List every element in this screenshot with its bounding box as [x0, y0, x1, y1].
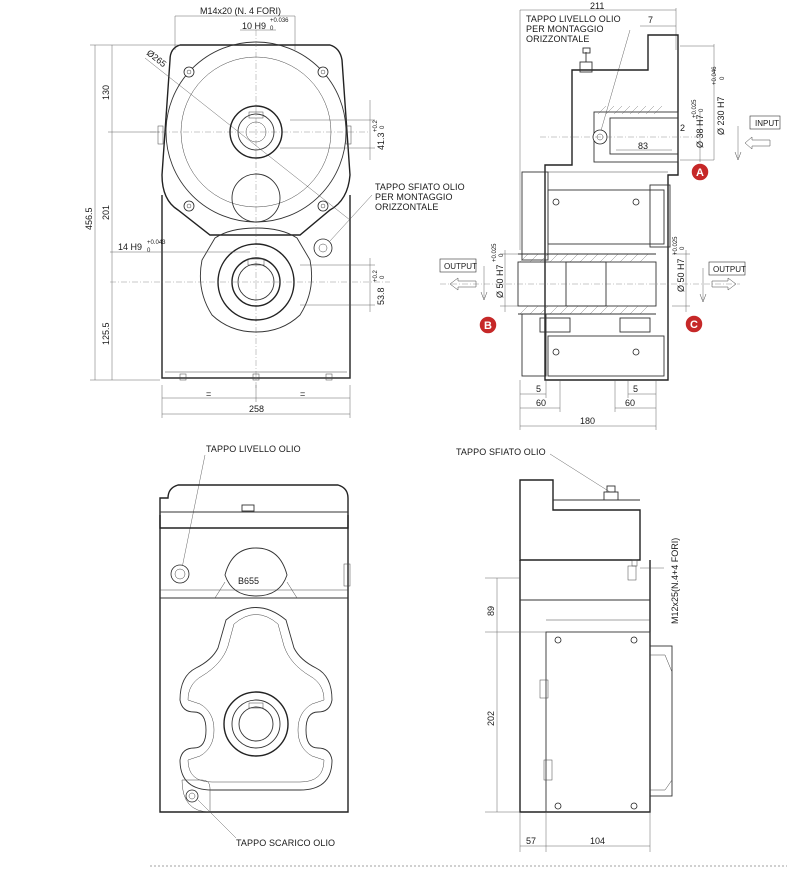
breather-label-1: TAPPO SFIATO OLIO — [375, 182, 465, 192]
badge-b — [478, 315, 498, 335]
back-level-plug-icon — [170, 564, 190, 584]
badge-a-text: A — [696, 167, 704, 179]
width-258: 258 — [249, 404, 264, 414]
bolt-spec-label: M14x20 (N. 4 FORI) — [200, 6, 281, 16]
breather-label-3: ORIZZONTALE — [375, 202, 438, 212]
bore-38-tol-lower: 0 — [699, 108, 705, 112]
badge-a — [690, 162, 710, 182]
flange-bolt-bl — [183, 200, 195, 212]
flange-bolt-br — [317, 200, 329, 212]
pcd-label: Ø265 — [145, 48, 169, 69]
drain-label: TAPPO SCARICO OLIO — [236, 838, 335, 848]
dim-104: 104 — [590, 836, 605, 846]
keyway-top-tol-lower: 0 — [270, 26, 274, 32]
bore-230-tol-lower: 0 — [720, 76, 726, 80]
bore-50-right-tol-lower: 0 — [680, 246, 686, 250]
dim-7: 7 — [648, 15, 653, 25]
plate-label: B655 — [238, 576, 259, 586]
side-view: 211 7 TAPPO LIVELLO OLIO PER MONTAGGIO O… — [439, 1, 781, 430]
badge-c-text: C — [690, 319, 698, 331]
bore-50-left-tol-upper: +0.025 — [492, 243, 498, 262]
bore-230-label: Ø 230 H7 — [716, 96, 726, 135]
level-label-3: ORIZZONTALE — [526, 34, 589, 44]
dim-130: 130 — [101, 85, 111, 100]
input-tag — [749, 115, 781, 130]
bore-depth-bottom-tol-lower: 0 — [380, 275, 386, 279]
dim-60-left: 60 — [536, 398, 546, 408]
bore-50-left-tol-lower: 0 — [499, 253, 505, 257]
breather-plug-icon — [313, 238, 333, 258]
bore-depth-top: 41.3 — [376, 132, 386, 150]
badge-b-text: B — [484, 320, 492, 332]
dim-57: 57 — [526, 836, 536, 846]
bore-230-tol-upper: +0.046 — [712, 66, 718, 85]
front-view: M14x20 (N. 4 FORI) 10 H9 +0.036 0 Ø265 — [84, 6, 465, 418]
badge-c — [684, 314, 704, 334]
keyway-bottom-tol-lower: 0 — [147, 248, 151, 254]
drain-plug-icon — [185, 789, 199, 803]
right-view: TAPPO SFIATO OLIO M12x25(N.4+4 FORI) 89 … — [456, 447, 680, 852]
eq-left: = — [206, 389, 211, 399]
level-label-2: PER MONTAGGIO — [526, 24, 604, 34]
dim-60-right: 60 — [625, 398, 635, 408]
dim-211: 211 — [590, 1, 604, 11]
right-bolt-spec: M12x25(N.4+4 FORI) — [670, 538, 680, 624]
output-left-label: OUTPUT — [444, 262, 477, 271]
keyway-top-tol-upper: +0.036 — [270, 18, 289, 24]
bore-depth-top-tol-lower: 0 — [380, 125, 386, 129]
keyway-top-label: 10 H9 — [242, 21, 266, 31]
dim-125: 125.5 — [101, 322, 111, 345]
dim-5-right: 5 — [633, 384, 638, 394]
bore-depth-bottom-tol-upper: +0.2 — [373, 269, 379, 282]
bore-38-tol-upper: +0.025 — [692, 99, 698, 118]
dim-180: 180 — [580, 416, 595, 426]
bore-depth-bottom: 53.8 — [376, 287, 386, 305]
output-left-tag — [439, 258, 477, 273]
dim-2: 2 — [680, 123, 685, 133]
bore-50-left-label: Ø 50 H7 — [495, 264, 505, 298]
right-breather-label: TAPPO SFIATO OLIO — [456, 447, 546, 457]
output-right-label: OUTPUT — [713, 265, 746, 274]
breather-label-2: PER MONTAGGIO — [375, 192, 453, 202]
dim-201: 201 — [101, 205, 111, 220]
bore-50-right-tol-upper: +0.025 — [673, 236, 679, 255]
flange-bolt-tl — [183, 66, 195, 78]
dim-89: 89 — [486, 606, 496, 616]
dim-456: 456.5 — [84, 207, 94, 230]
level-label-1: TAPPO LIVELLO OLIO — [526, 14, 621, 24]
bore-50-right-label: Ø 50 H7 — [676, 258, 686, 292]
back-view: TAPPO LIVELLO OLIO B655 TAPPO SCARICO OL… — [159, 444, 351, 848]
output-right-tag — [708, 261, 746, 276]
keyway-bottom-label: 14 H9 — [118, 242, 142, 252]
bore-38-label: Ø 38 H7 — [695, 114, 705, 148]
dim-83: 83 — [638, 141, 648, 151]
dim-202: 202 — [486, 711, 496, 726]
eq-right: = — [300, 389, 305, 399]
bore-depth-top-tol-upper: +0.2 — [373, 119, 379, 132]
back-level-label: TAPPO LIVELLO OLIO — [206, 444, 301, 454]
keyway-bottom-tol-upper: +0.043 — [147, 240, 166, 246]
dim-5-left: 5 — [536, 384, 541, 394]
flange-bolt-tr — [317, 66, 329, 78]
input-label: INPUT — [755, 119, 779, 128]
